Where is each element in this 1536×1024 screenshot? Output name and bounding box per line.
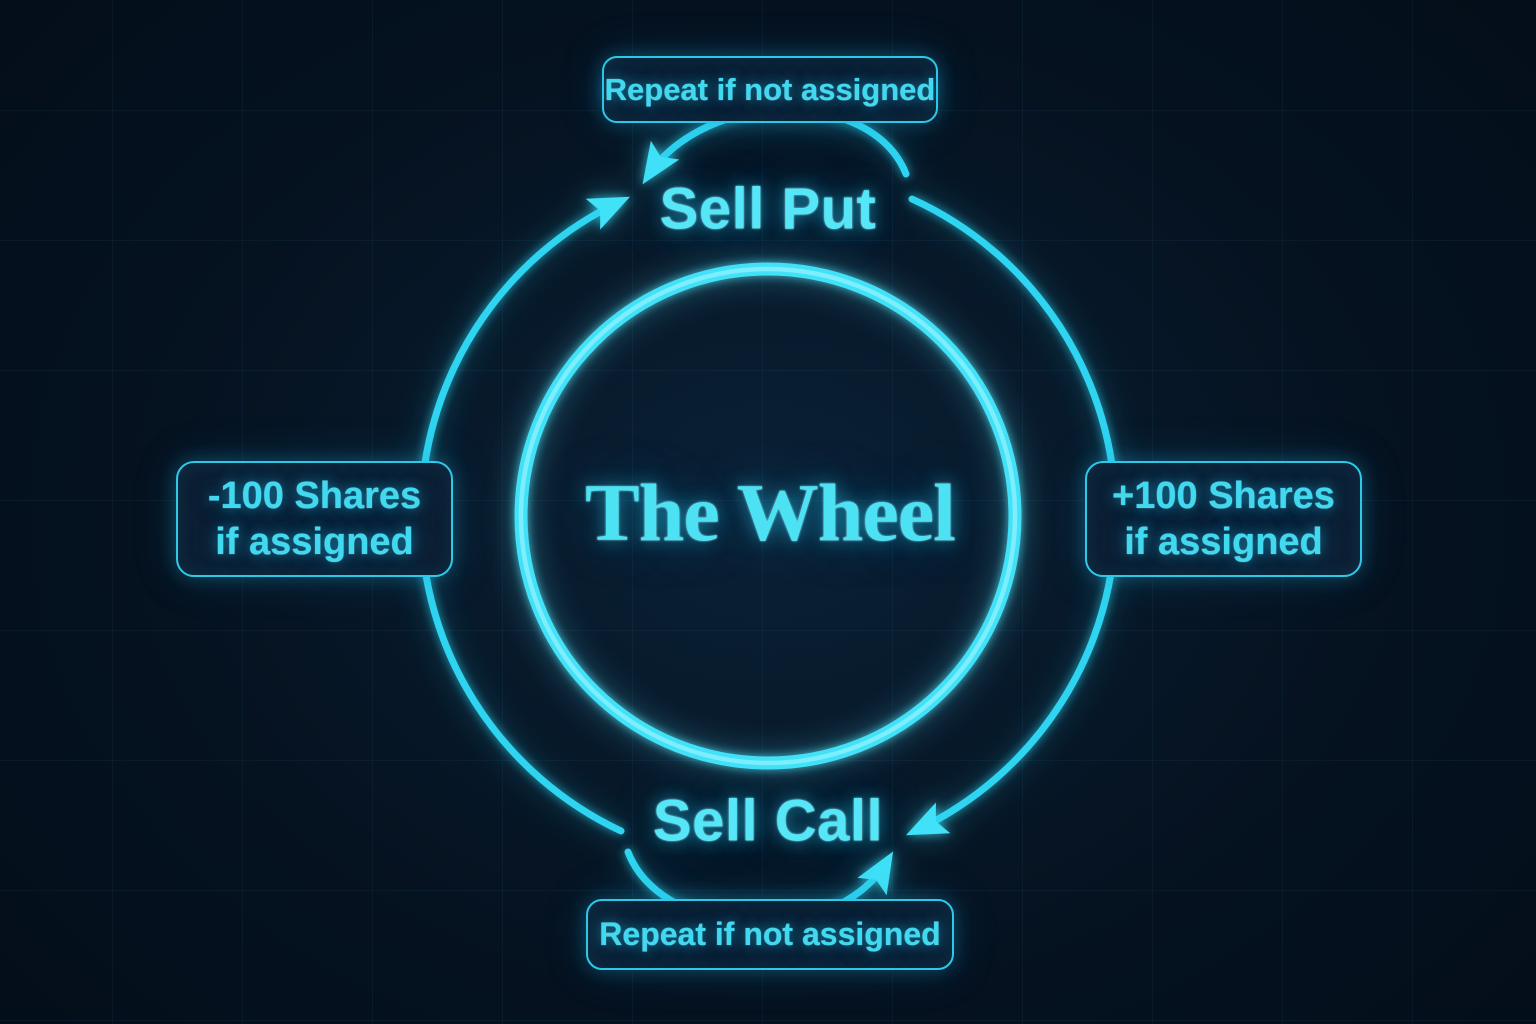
node-sell-put: Sell Put — [659, 176, 877, 242]
right-shares-line1: +100 Shares — [1112, 475, 1335, 517]
left-shares-box: -100 Shares if assigned — [176, 461, 453, 577]
right-shares-box: +100 Shares if assigned — [1085, 461, 1362, 577]
left-shares-line1: -100 Shares — [207, 475, 422, 517]
repeat-box-bottom-label: Repeat if not assigned — [599, 916, 941, 952]
repeat-box-top-label: Repeat if not assigned — [604, 71, 936, 107]
repeat-box-top: Repeat if not assigned — [602, 56, 938, 123]
right-shares-line2: if assigned — [1124, 521, 1323, 563]
repeat-box-bottom: Repeat if not assigned — [586, 899, 954, 970]
left-shares-line2: if assigned — [215, 521, 414, 563]
diagram-title: The Wheel — [585, 467, 956, 558]
node-sell-call: Sell Call — [652, 788, 884, 854]
